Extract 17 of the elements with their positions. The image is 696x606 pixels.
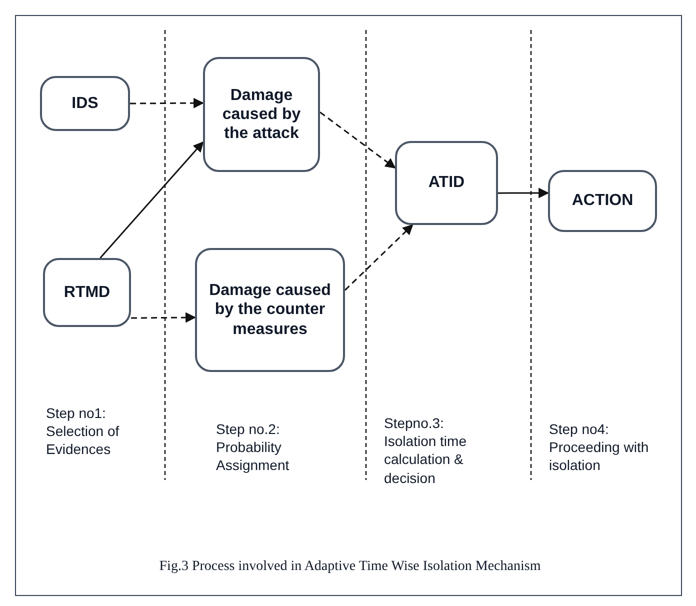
figure-caption: Fig.3 Process involved in Adaptive Time Wise Isolation Mechanism	[158, 558, 542, 576]
arrow	[100, 141, 204, 258]
arrow	[344, 224, 414, 291]
arrow	[320, 112, 396, 168]
process-box: Damage caused by the attack	[203, 57, 320, 172]
step-label: Step no.2: Probability Assignment	[216, 420, 290, 475]
process-box: ATID	[395, 141, 498, 225]
arrow	[131, 312, 196, 323]
process-box: RTMD	[43, 258, 131, 327]
process-box: Damage caused by the counter measures	[195, 248, 345, 372]
process-box: IDS	[40, 76, 130, 131]
process-box: ACTION	[548, 170, 657, 232]
step-label: Step no4: Proceeding with isolation	[549, 420, 650, 475]
arrow	[498, 188, 550, 198]
step-label: Step no1: Selection of Evidences	[46, 404, 120, 459]
step-label: Stepno.3: Isolation time calculation & decision	[384, 414, 468, 487]
arrow	[130, 98, 204, 108]
